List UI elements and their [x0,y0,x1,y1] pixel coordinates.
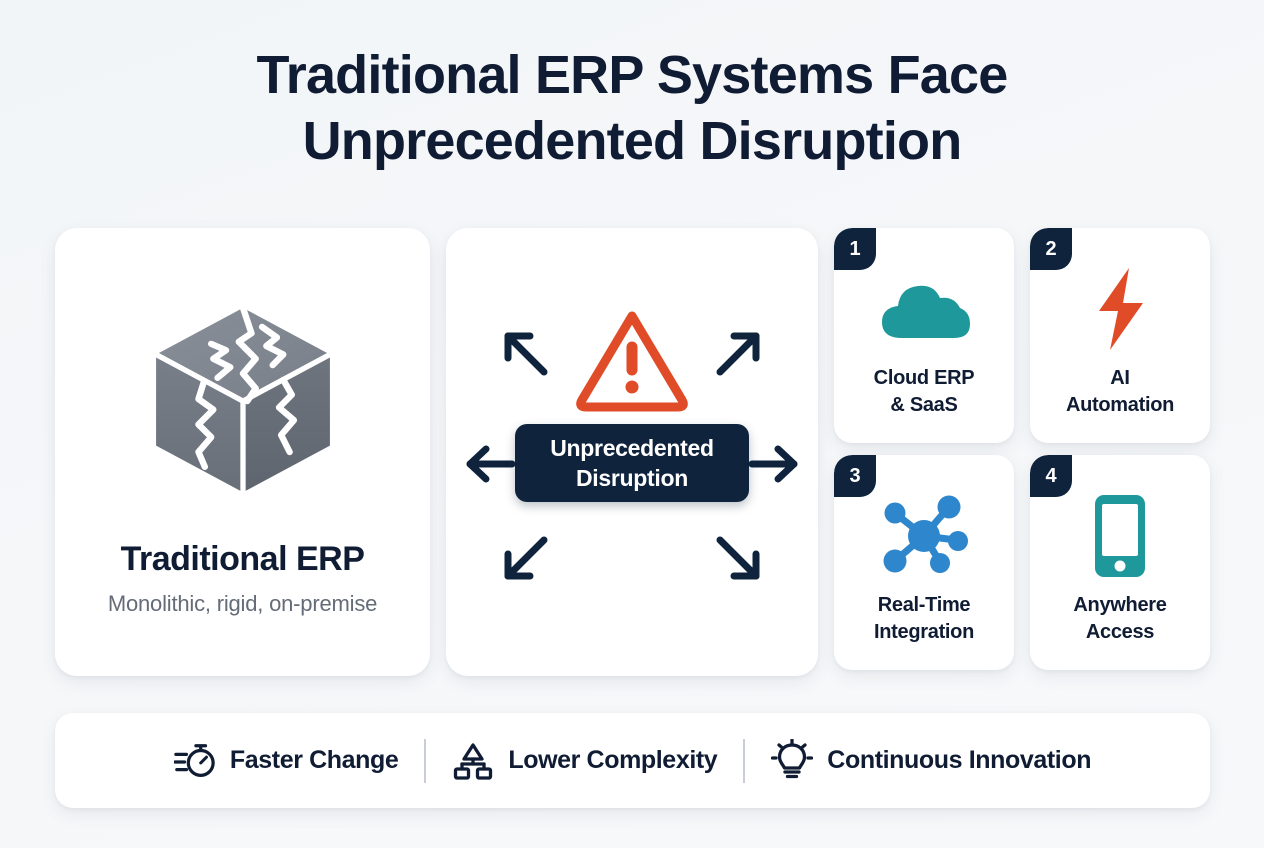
page-title-line-1: Traditional ERP Systems Face [256,45,1009,105]
disruptor-card-real-time-integration[interactable]: 3 [834,455,1014,670]
benefits-divider-1 [424,738,427,783]
disruptor-label-2-line-1: AI [1110,366,1130,389]
disruption-label-line-2: Disruption [576,465,688,491]
benefit-item-lower-complexity: Lower Complexity [426,740,743,782]
page-title: Traditional ERP Systems Face Unprecedent… [0,42,1264,174]
arrow-down-left-icon [498,534,550,586]
disruptor-label-1: Cloud ERP & SaaS [870,365,979,419]
disruptor-label-1-line-1: Cloud ERP [873,366,975,389]
disruptor-label-3-line-1: Real-Time [877,593,971,616]
legacy-erp-card: Traditional ERP Monolithic, rigid, on-pr… [55,228,430,676]
disruptor-label-1-line-2: & SaaS [890,393,958,416]
disruptor-label-3: Real-Time Integration [870,592,978,646]
page-title-line-2: Unprecedented Disruption [302,111,963,171]
disruption-label-line-1: Unprecedented [550,435,714,461]
benefits-bar: Faster Change Lower Complexity [55,713,1210,808]
lightbulb-icon [771,738,814,782]
disruptor-card-anywhere-access[interactable]: 4 Anywhere Access [1030,455,1210,670]
warning-triangle-icon [570,304,694,416]
legacy-erp-title: Traditional ERP [120,539,365,578]
benefit-label-continuous-innovation: Continuous Innovation [827,746,1092,774]
arrow-left-icon [462,443,518,485]
disruptor-label-4: Anywhere Access [1069,592,1170,646]
stopwatch-icon [173,740,216,782]
disruptor-label-2: AI Automation [1062,365,1178,419]
cloud-icon [876,267,972,351]
disruptor-label-4-line-1: Anywhere [1073,593,1167,616]
benefits-divider-2 [743,738,746,783]
hierarchy-icon [452,740,494,782]
disruptor-label-4-line-2: Access [1085,620,1155,643]
disruptor-label-3-line-2: Integration [873,620,975,643]
disruptor-badge-4: 4 [1030,455,1072,497]
cracked-cube-icon [128,284,358,514]
benefit-label-lower-complexity: Lower Complexity [508,746,718,774]
disruptor-badge-1: 1 [834,228,876,270]
disruption-label-box: Unprecedented Disruption [515,424,749,502]
network-hub-icon [878,494,970,578]
benefit-item-faster-change: Faster Change [148,740,424,782]
benefit-label-faster-change: Faster Change [229,746,399,774]
disruption-card: Unprecedented Disruption [446,228,818,676]
arrow-right-icon [746,443,802,485]
smartphone-icon [1091,494,1149,578]
arrow-up-left-icon [498,326,550,378]
disruptor-card-ai-automation[interactable]: 2 AI Automation [1030,228,1210,443]
disruptor-badge-2: 2 [1030,228,1072,270]
arrow-down-right-icon [714,534,766,586]
lightning-bolt-icon [1085,267,1155,351]
disruptor-card-cloud-erp[interactable]: 1 Cloud ERP & SaaS [834,228,1014,443]
arrow-up-right-icon [714,326,766,378]
benefit-item-continuous-innovation: Continuous Innovation [745,738,1117,782]
disruptor-label-2-line-2: Automation [1065,393,1175,416]
disruptor-badge-3: 3 [834,455,876,497]
legacy-erp-subtitle: Monolithic, rigid, on-premise [107,590,378,616]
